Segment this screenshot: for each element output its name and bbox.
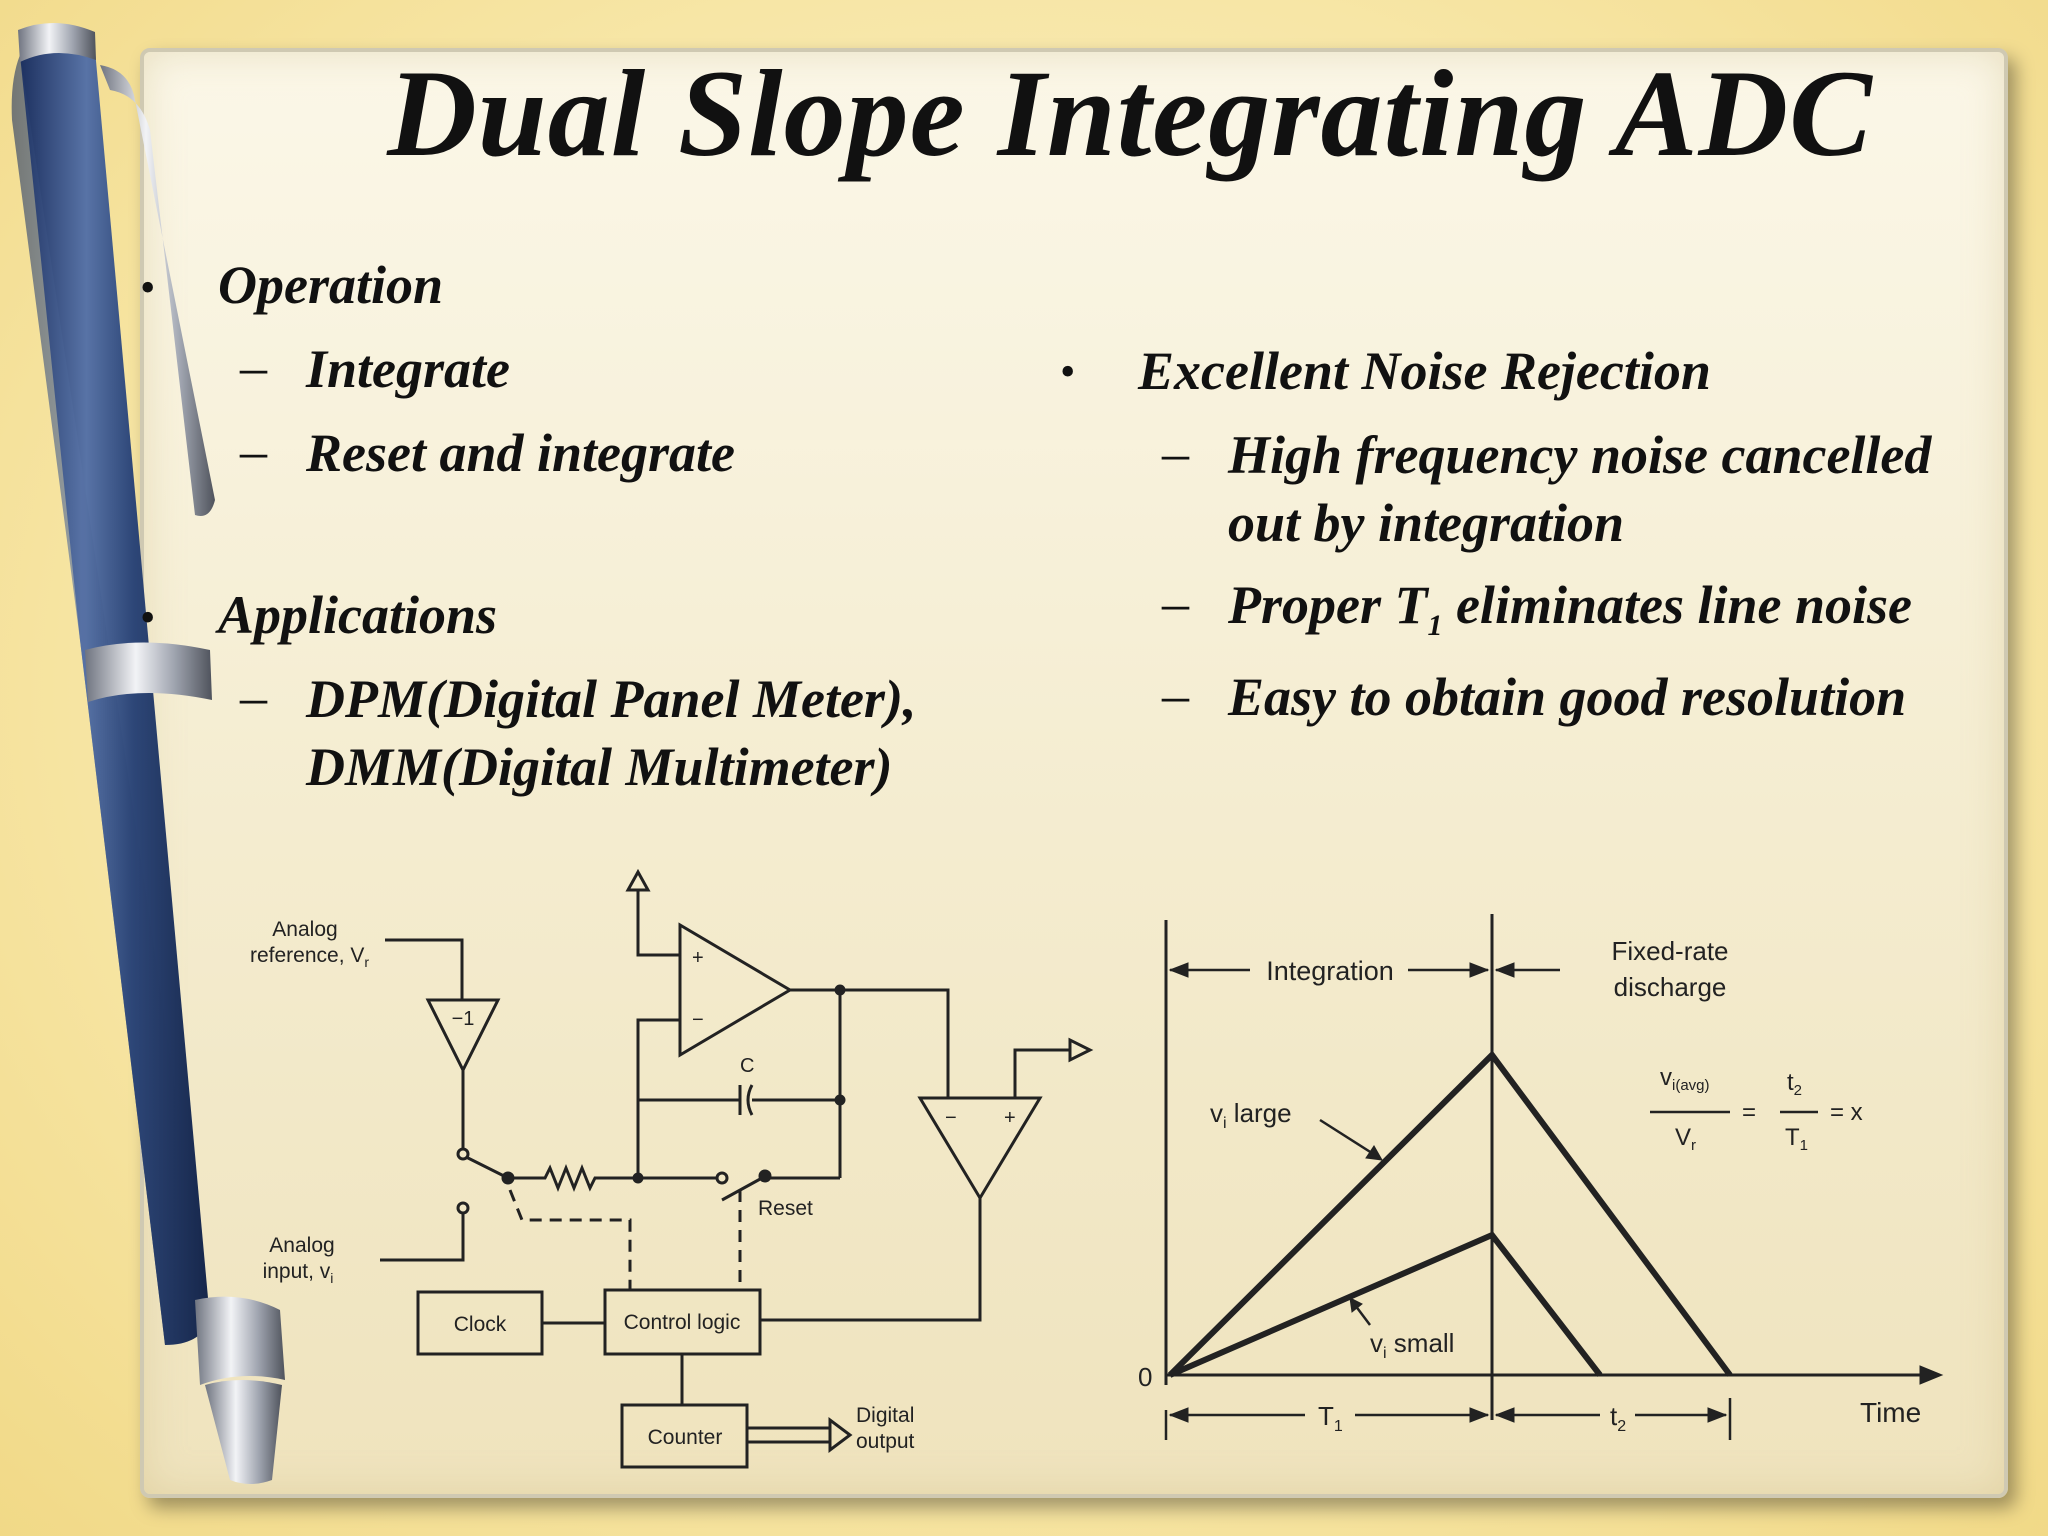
bullet-dot: • bbox=[1060, 347, 1076, 396]
digital-output-label: Digital bbox=[856, 1404, 914, 1427]
formula-equals: = bbox=[1742, 1099, 1756, 1126]
circuit-diagram: Analog reference, Vr −1 + − C Reset − + … bbox=[250, 868, 1094, 1469]
noise-item1-line1: High frequency noise cancelled bbox=[1228, 425, 1932, 485]
origin-label: 0 bbox=[1138, 1362, 1152, 1392]
dash-marker: – bbox=[240, 421, 267, 481]
noise-item2: Proper T1 eliminates line noise bbox=[1228, 575, 1912, 642]
noise-heading: Excellent Noise Rejection bbox=[1138, 341, 1711, 401]
comparator-minus: − bbox=[945, 1107, 957, 1129]
formula-denominator: Vr bbox=[1675, 1124, 1696, 1154]
t2-label: t2 bbox=[1610, 1401, 1626, 1435]
t1-label: T1 bbox=[1318, 1401, 1343, 1435]
formula-t2: t2 bbox=[1787, 1069, 1802, 1099]
dash-marker: – bbox=[240, 667, 267, 727]
clock-label: Clock bbox=[454, 1313, 507, 1336]
bullet-dot: • bbox=[140, 263, 156, 312]
analog-input-label-line2: input, vi bbox=[263, 1260, 334, 1286]
slide-paper bbox=[140, 48, 2008, 1498]
operation-heading: Operation bbox=[218, 255, 444, 315]
digital-output-label-line2: output bbox=[856, 1430, 915, 1453]
operation-item-reset: Reset and integrate bbox=[306, 423, 735, 483]
discharge-label: Fixed-rate bbox=[1611, 936, 1728, 966]
vi-large-label: vi large bbox=[1210, 1098, 1292, 1132]
fountain-pen-image bbox=[11, 22, 285, 1484]
dash-marker: – bbox=[1162, 423, 1189, 483]
discharge-label-line2: discharge bbox=[1614, 972, 1727, 1002]
bullet-dot: • bbox=[140, 593, 156, 642]
comparator-plus: + bbox=[1004, 1107, 1016, 1129]
dash-marker: – bbox=[240, 337, 267, 397]
analog-reference-label: Analog bbox=[272, 918, 337, 941]
applications-item-line1: DPM(Digital Panel Meter), bbox=[306, 669, 917, 729]
operation-item-integrate: Integrate bbox=[306, 339, 511, 399]
dash-marker: – bbox=[1162, 573, 1189, 633]
time-axis-label: Time bbox=[1860, 1397, 1921, 1428]
integration-label: Integration bbox=[1266, 956, 1394, 986]
dash-marker: – bbox=[1162, 665, 1189, 725]
capacitor-label: C bbox=[740, 1055, 754, 1077]
vi-small-label: vi small bbox=[1370, 1328, 1454, 1362]
counter-label: Counter bbox=[648, 1426, 723, 1449]
analog-reference-label-line2: reference, Vr bbox=[250, 944, 369, 970]
slide-title: Dual Slope Integrating ADC bbox=[387, 45, 1873, 182]
opamp-plus: + bbox=[692, 947, 704, 969]
inverter-label: −1 bbox=[452, 1008, 475, 1030]
applications-heading: Applications bbox=[218, 585, 498, 645]
noise-item3: Easy to obtain good resolution bbox=[1228, 667, 1907, 727]
formula-numerator: vi(avg) bbox=[1660, 1064, 1710, 1094]
noise-item1-line2: out by integration bbox=[1228, 493, 1625, 553]
analog-input-label: Analog bbox=[269, 1234, 334, 1257]
applications-item-line2: DMM(Digital Multimeter) bbox=[306, 737, 893, 797]
control-logic-label: Control logic bbox=[624, 1311, 741, 1334]
formula-T1: T1 bbox=[1785, 1124, 1808, 1154]
reset-label: Reset bbox=[758, 1197, 813, 1220]
formula-result: = x bbox=[1830, 1099, 1863, 1126]
waveform-diagram: Integration Fixed-rate discharge vi larg… bbox=[1138, 914, 1944, 1440]
opamp-minus: − bbox=[692, 1009, 704, 1031]
